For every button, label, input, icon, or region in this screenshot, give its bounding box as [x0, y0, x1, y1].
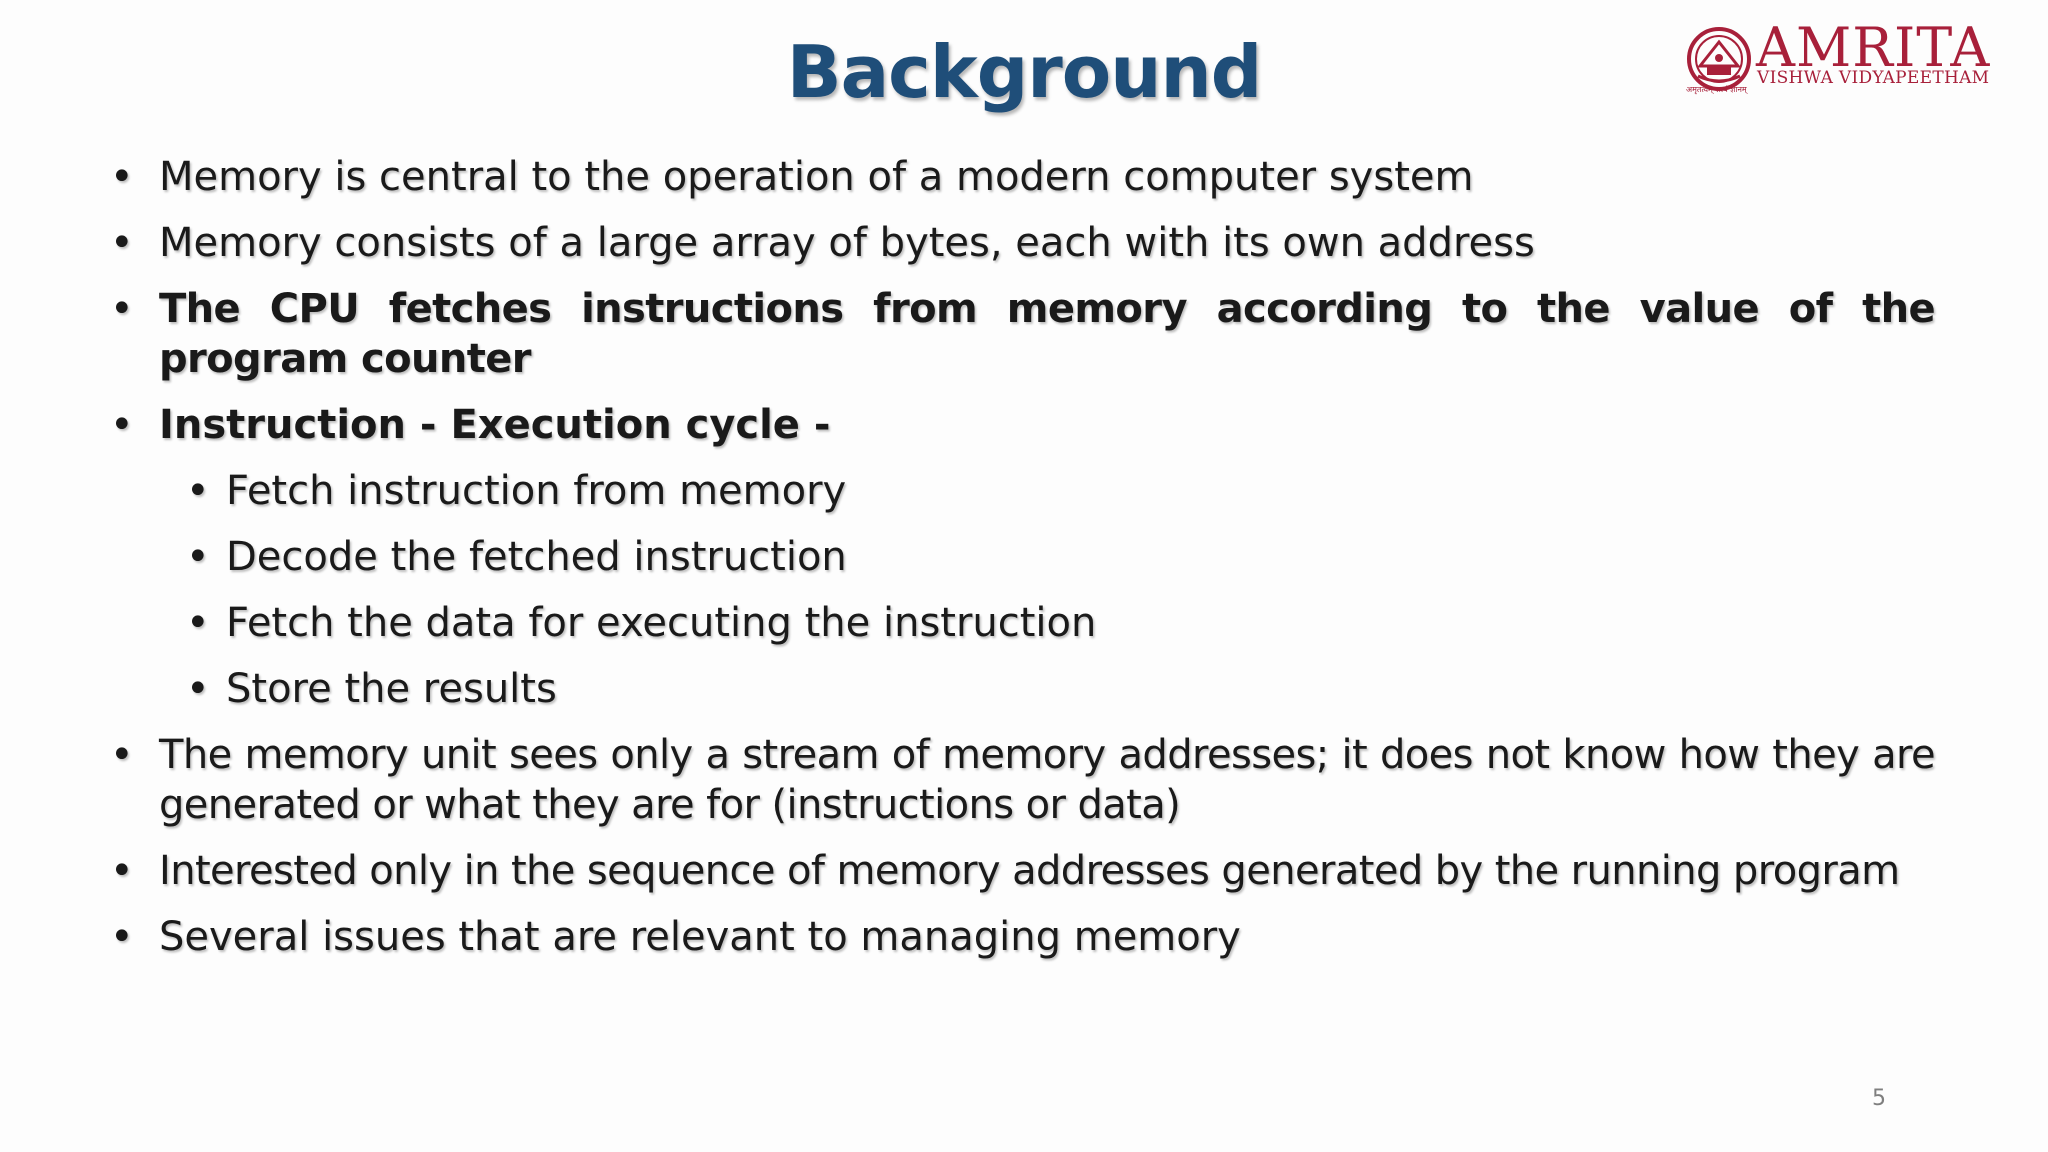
bullet-item: • The CPU fetches instructions from memo… [110, 284, 1936, 384]
bullet-text: The memory unit sees only a stream of me… [159, 732, 1936, 828]
logo-name: AMRITA [1756, 16, 1991, 79]
page-number: 5 [1872, 1086, 1886, 1111]
bullet-text: Instruction - Execution cycle - [159, 402, 831, 448]
bullet-item: • Memory is central to the operation of … [110, 152, 1935, 202]
sub-bullet-item: • Store the results [186, 664, 1935, 714]
amrita-logo: AMRITA VISHWA VIDYAPEETHAM अमृतत्वम् सत्… [1686, 18, 2032, 95]
bullet-text: Store the results [226, 666, 557, 712]
bullet-text: Decode the fetched instruction [226, 534, 847, 580]
logo-motto: अमृतत्वम् सत्यं ज्ञानम् [1686, 85, 1747, 94]
bullet-text: Fetch the data for executing the instruc… [226, 600, 1097, 646]
bullet-list: • Memory is central to the operation of … [110, 152, 1936, 978]
amrita-emblem-icon [1687, 27, 1751, 91]
bullet-text: Memory is central to the operation of a … [159, 154, 1474, 200]
bullet-marker: • [186, 468, 210, 514]
bullet-marker: • [110, 154, 134, 200]
bullet-item: • Interested only in the sequence of mem… [110, 846, 1935, 896]
bullet-item: • Several issues that are relevant to ma… [110, 912, 1935, 962]
bullet-marker: • [110, 914, 134, 960]
bullet-marker: • [110, 732, 134, 778]
bullet-text: Fetch instruction from memory [226, 468, 847, 514]
sub-bullet-item: • Fetch the data for executing the instr… [186, 598, 1935, 648]
logo-subtitle: VISHWA VIDYAPEETHAM [1757, 68, 1990, 88]
bullet-marker: • [110, 220, 134, 266]
bullet-text: The CPU fetches instructions from memory… [159, 286, 1936, 382]
slide-title: Background [786, 30, 1263, 114]
sub-bullet-item: • Decode the fetched instruction [186, 532, 1935, 582]
bullet-item: • The memory unit sees only a stream of … [110, 730, 1936, 830]
bullet-marker: • [186, 666, 210, 712]
bullet-marker: • [186, 534, 210, 580]
bullet-marker: • [186, 600, 210, 646]
bullet-marker: • [110, 402, 134, 448]
sub-bullet-item: • Fetch instruction from memory [186, 466, 1935, 516]
bullet-text: Memory consists of a large array of byte… [159, 220, 1535, 266]
bullet-marker: • [110, 286, 134, 332]
bullet-marker: • [110, 848, 134, 894]
bullet-item: • Instruction - Execution cycle - [110, 400, 1935, 450]
bullet-item: • Memory consists of a large array of by… [110, 218, 1935, 268]
bullet-text: Several issues that are relevant to mana… [159, 914, 1241, 960]
bullet-text: Interested only in the sequence of memor… [159, 848, 1900, 894]
